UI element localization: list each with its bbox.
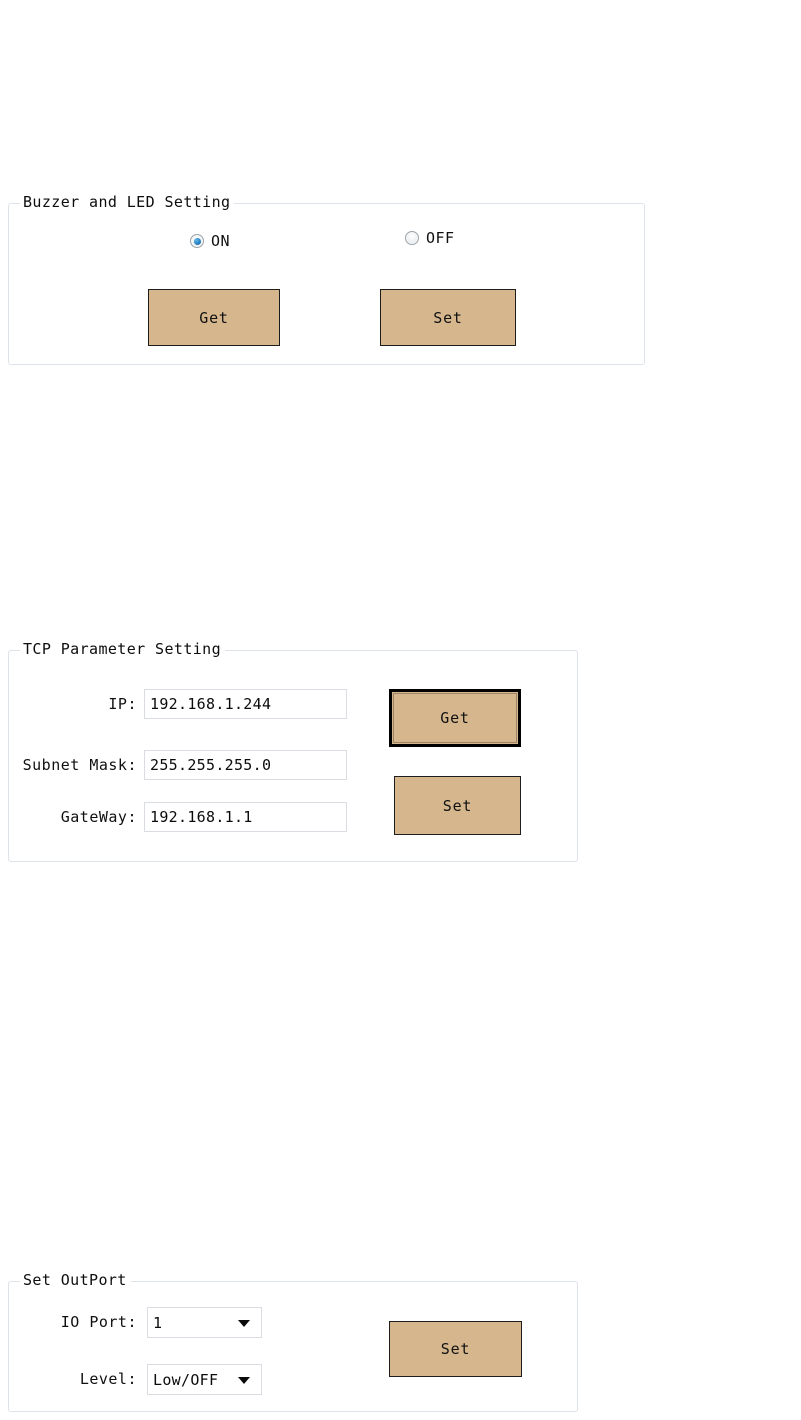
level-value: Low/OFF: [153, 1370, 219, 1389]
ip-input[interactable]: 192.168.1.244: [144, 689, 347, 719]
io-port-label: IO Port:: [60, 1313, 137, 1331]
ip-label: IP:: [108, 695, 137, 713]
level-select[interactable]: Low/OFF: [147, 1364, 262, 1395]
chevron-down-icon[interactable]: [238, 1319, 250, 1327]
subnet-mask-label: Subnet Mask:: [22, 756, 137, 774]
radio-option-off[interactable]: OFF: [405, 230, 455, 246]
radio-off-label: OFF: [426, 229, 455, 247]
outport-set-button[interactable]: Set: [389, 1321, 522, 1377]
radio-on-label: ON: [211, 232, 231, 250]
level-label: Level:: [79, 1370, 137, 1388]
radio-on-icon[interactable]: [190, 234, 204, 248]
buzzer-get-button[interactable]: Get: [148, 289, 280, 346]
gateway-label: GateWay:: [60, 808, 137, 826]
io-port-value: 1: [153, 1313, 163, 1332]
subnet-mask-input[interactable]: 255.255.255.0: [144, 750, 347, 780]
radio-off-icon[interactable]: [405, 231, 419, 245]
set-outport-group: Set OutPort IO Port: 1 Level: Low/OFF Se…: [8, 1271, 578, 1412]
io-port-select[interactable]: 1: [147, 1307, 262, 1338]
tcp-parameter-setting-title: TCP Parameter Setting: [20, 640, 226, 659]
buzzer-led-setting-title: Buzzer and LED Setting: [20, 193, 235, 212]
tcp-get-button[interactable]: Get: [389, 689, 521, 747]
gateway-input[interactable]: 192.168.1.1: [144, 802, 347, 832]
tcp-parameter-setting-group: TCP Parameter Setting IP: 192.168.1.244 …: [8, 640, 578, 862]
set-outport-title: Set OutPort: [20, 1271, 131, 1290]
buzzer-led-setting-group: Buzzer and LED Setting ON OFF Get Set: [8, 193, 645, 365]
tcp-set-button[interactable]: Set: [394, 776, 521, 835]
radio-option-on[interactable]: ON: [190, 233, 230, 249]
chevron-down-icon[interactable]: [238, 1376, 250, 1384]
buzzer-set-button[interactable]: Set: [380, 289, 516, 346]
